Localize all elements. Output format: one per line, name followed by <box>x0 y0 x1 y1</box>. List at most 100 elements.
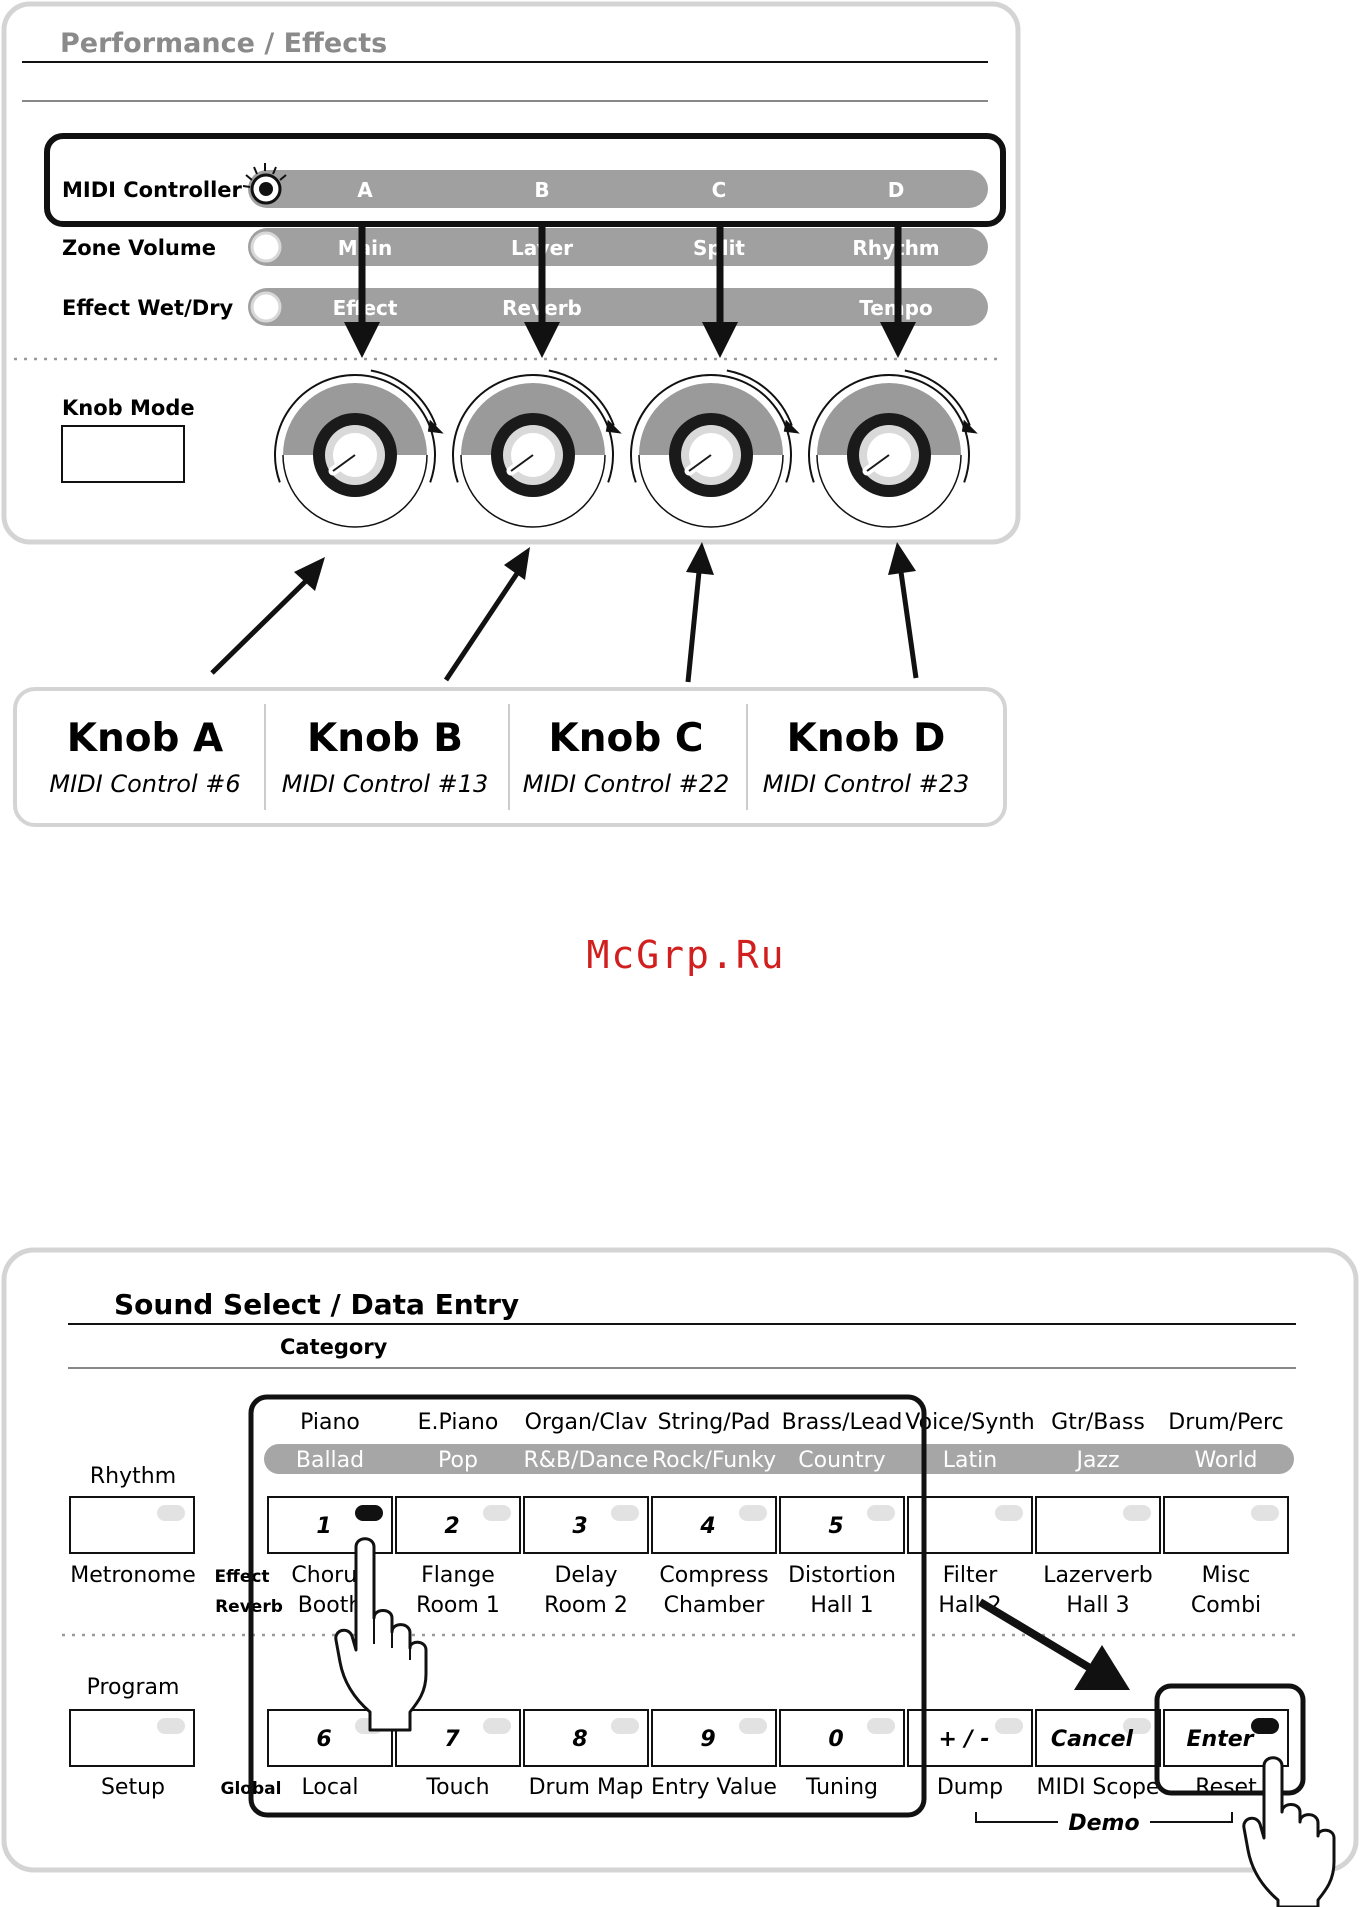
rhythm-label: Rhythm <box>90 1464 176 1489</box>
category-top-label: E.Piano <box>418 1410 499 1435</box>
reverb-label: Booth <box>298 1593 363 1618</box>
category-bar-label: R&B/Dance <box>524 1448 649 1473</box>
data-entry-button-4[interactable]: 9 <box>651 1709 777 1767</box>
category-top-label: Brass/Lead <box>782 1410 903 1435</box>
midi-controller-item-a: A <box>357 178 373 202</box>
sound-button-5[interactable]: 5 <box>779 1496 905 1554</box>
knob-a-name: Knob A <box>67 716 223 761</box>
reverb-label: Room 2 <box>544 1593 628 1618</box>
category-top-label: Gtr/Bass <box>1051 1410 1145 1435</box>
category-bar-label: Country <box>798 1448 885 1473</box>
data-entry-button-label: 6 <box>316 1727 331 1752</box>
category-top-label: String/Pad <box>658 1410 771 1435</box>
knob-mode-button[interactable] <box>61 425 185 483</box>
data-entry-button-label: 0 <box>828 1727 843 1752</box>
row-label-zone-volume: Zone Volume <box>62 236 216 260</box>
sound-button-8[interactable] <box>1163 1496 1289 1554</box>
data-entry-button-label: + / - <box>939 1727 990 1752</box>
data-entry-button-3[interactable]: 8 <box>523 1709 649 1767</box>
sound-button-4[interactable]: 4 <box>651 1496 777 1554</box>
midi-controller-highlight <box>44 133 1006 227</box>
reverb-label: Hall 1 <box>810 1593 873 1618</box>
data-entry-button-label: 7 <box>444 1727 460 1752</box>
knob-labels-panel: Knob A MIDI Control #6 Knob B MIDI Contr… <box>13 687 1007 827</box>
category-top-label: Piano <box>300 1410 360 1435</box>
category-bar-label: Rock/Funky <box>652 1448 776 1473</box>
program-label: Program <box>87 1675 180 1700</box>
watermark: McGrp.Ru <box>586 933 785 977</box>
sound-button-2[interactable]: 2 <box>395 1496 521 1554</box>
knob-c[interactable] <box>630 369 800 528</box>
up-arrows <box>210 542 919 683</box>
sound-column-4: String/PadRock/Funky4CompressChamber9Ent… <box>651 1410 777 1800</box>
data-entry-label: Reset <box>1195 1775 1257 1800</box>
row-label-midi-controller: MIDI Controller <box>62 178 243 202</box>
led-zone-volume <box>250 231 282 263</box>
sound-button-6[interactable] <box>907 1496 1033 1554</box>
sound-button-3[interactable]: 3 <box>523 1496 649 1554</box>
knob-a-control: MIDI Control #6 <box>49 770 240 798</box>
sound-button-label: 3 <box>572 1514 587 1539</box>
data-entry-button-2[interactable]: 7 <box>395 1709 521 1767</box>
sound-button-label: 5 <box>828 1514 843 1539</box>
category-bar-label: Jazz <box>1074 1448 1119 1473</box>
knob-b-name: Knob B <box>307 716 463 761</box>
program-button[interactable] <box>69 1709 195 1767</box>
knob-c-control: MIDI Control #22 <box>523 770 730 798</box>
midi-controller-item-c: C <box>712 178 727 202</box>
metronome-label: Metronome <box>70 1563 196 1588</box>
category-bar-label: Ballad <box>296 1448 364 1473</box>
performance-panel: Performance / Effects MIDI Controller Zo… <box>1 1 1021 545</box>
sound-button-7[interactable] <box>1035 1496 1161 1554</box>
data-entry-label: Drum Map <box>529 1775 644 1800</box>
knob-group <box>274 369 978 528</box>
knob-mode-label: Knob Mode <box>62 396 195 420</box>
data-entry-button-label: Enter <box>1187 1727 1255 1752</box>
knob-c-name: Knob C <box>549 716 704 761</box>
data-entry-label: Dump <box>937 1775 1003 1800</box>
sound-button-label: 2 <box>444 1514 459 1539</box>
data-entry-label: Touch <box>425 1775 489 1800</box>
effect-label: Flange <box>421 1563 495 1588</box>
effect-label: Lazerverb <box>1043 1563 1152 1588</box>
category-label: Category <box>280 1335 388 1359</box>
data-entry-label: Entry Value <box>651 1775 777 1800</box>
rhythm-button[interactable] <box>69 1496 195 1554</box>
sound-button-label: 4 <box>699 1514 715 1539</box>
category-bar-label: Pop <box>438 1448 478 1473</box>
sound-columns: PianoBallad1ChorusBooth6LocalE.PianoPop2… <box>267 1410 1289 1800</box>
performance-title: Performance / Effects <box>60 28 387 59</box>
led-effect-wet-dry <box>250 291 282 323</box>
knob-d[interactable] <box>808 369 978 528</box>
effect-label: Delay <box>554 1563 617 1588</box>
sound-button-label: 1 <box>316 1514 331 1539</box>
setup-label: Setup <box>101 1775 165 1800</box>
category-top-label: Drum/Perc <box>1168 1410 1283 1435</box>
effect-label: Filter <box>943 1563 998 1588</box>
midi-controller-item-b: B <box>534 178 549 202</box>
hand-pointer-icon <box>334 1537 428 1732</box>
led-midi-controller <box>242 163 287 205</box>
data-entry-button-label: Cancel <box>1051 1727 1134 1752</box>
data-entry-button-6[interactable]: + / - <box>907 1709 1033 1767</box>
data-entry-button-7[interactable]: Cancel <box>1035 1709 1161 1767</box>
data-entry-button-5[interactable]: 0 <box>779 1709 905 1767</box>
effect-label: Misc <box>1202 1563 1251 1588</box>
knob-b[interactable] <box>452 369 622 528</box>
category-bar-label: World <box>1194 1448 1257 1473</box>
sound-select-overlays: Demo <box>248 1394 1336 1907</box>
effect-label: Distortion <box>788 1563 896 1588</box>
knob-d-name: Knob D <box>787 716 946 761</box>
effect-label: Compress <box>659 1563 768 1588</box>
data-entry-button-8[interactable]: Enter <box>1163 1709 1289 1767</box>
knob-a[interactable] <box>274 369 444 528</box>
knob-d-control: MIDI Control #23 <box>763 770 970 798</box>
effect-side-label: Effect <box>214 1567 269 1587</box>
data-entry-label: Tuning <box>805 1775 878 1800</box>
